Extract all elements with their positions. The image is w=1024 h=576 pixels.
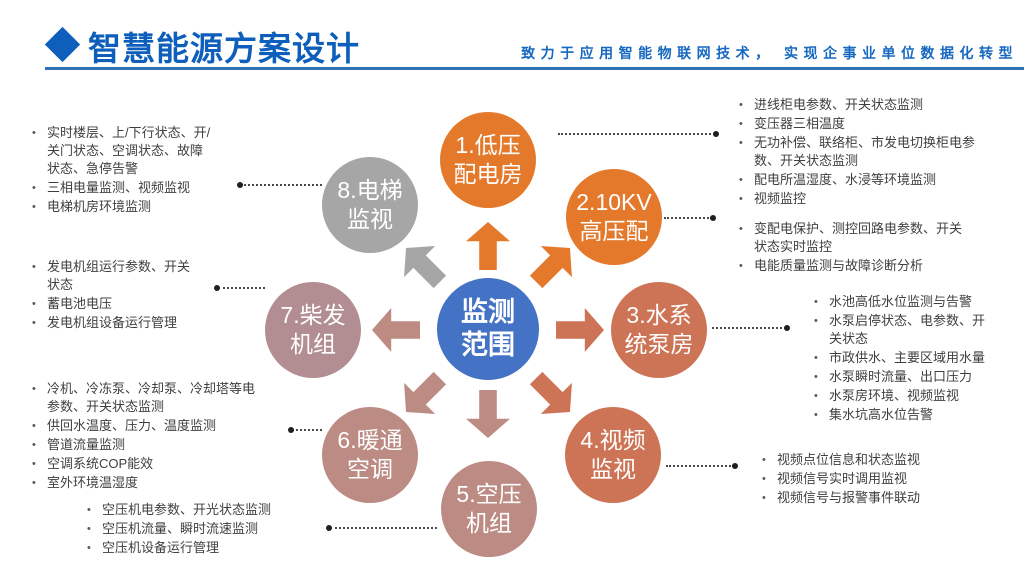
arrow-left-icon — [372, 308, 420, 352]
bullet-item: 水泵瞬时流量、出口压力 — [812, 368, 997, 386]
bullet-item: 发电机组运行参数、开关状态 — [30, 258, 198, 294]
node-label: 高压配 — [579, 218, 649, 244]
dotted-connector-compressor — [326, 525, 437, 531]
bullet-item: 供回水温度、压力、温度监测 — [30, 417, 258, 435]
dotted-connector-lv — [558, 131, 719, 137]
bullet-item: 市政供水、主要区域用水量 — [812, 349, 997, 367]
center-label-line1: 监测 — [461, 297, 515, 327]
node-label: 机组 — [290, 331, 336, 357]
bullet-item: 空调系统COP能效 — [30, 455, 258, 473]
node-label: 监视 — [347, 206, 393, 232]
arrow-right-icon — [556, 308, 604, 352]
bullet-item: 冷机、冷冻泵、冷却泵、冷却塔等电参数、开关状态监测 — [30, 380, 258, 416]
bullet-item: 电能质量监测与故障诊断分析 — [737, 257, 965, 275]
center-circle-monitoring-scope: 监测 范围 — [437, 278, 539, 380]
bullet-item: 变配电保护、测控回路电参数、开关状态实时监控 — [737, 220, 965, 256]
node-label: 统泵房 — [624, 331, 694, 357]
bullet-list-hvac: 冷机、冷冻泵、冷却泵、冷却塔等电参数、开关状态监测供回水温度、压力、温度监测管道… — [30, 380, 258, 493]
bullet-item: 无功补偿、联络柜、市发电切换柜电参数、开关状态监测 — [737, 134, 975, 170]
bullet-item: 空压机设备运行管理 — [85, 539, 330, 557]
node-label: 8.电梯 — [337, 177, 403, 203]
connector-dot — [214, 285, 220, 291]
bullet-item: 实时楼层、上/下行状态、开/关门状态、空调状态、故障状态、急停告警 — [30, 124, 212, 178]
bullet-item: 空压机电参数、开光状态监测 — [85, 501, 330, 519]
bullet-item: 视频点位信息和状态监视 — [760, 451, 970, 469]
bullet-list-10kv-hv: 变配电保护、测控回路电参数、开关状态实时监控电能质量监测与故障诊断分析 — [737, 220, 965, 276]
node-label: 5.空压 — [456, 481, 522, 507]
slide-header: 智慧能源方案设计 致力于应用智能物联网技术， 实现企事业单位数据化转型 — [0, 0, 1024, 80]
bullet-item: 视频信号实时调用监视 — [760, 470, 970, 488]
node-circle-water-pump: 3.水系 统泵房 — [611, 282, 707, 378]
arrow-down-right-icon — [520, 362, 585, 427]
diamond-icon — [44, 26, 81, 63]
dotted-connector-elevator — [237, 182, 322, 188]
bullet-list-video: 视频点位信息和状态监视视频信号实时调用监视视频信号与报警事件联动 — [760, 451, 970, 508]
connector-dot — [713, 131, 719, 137]
connector-dot — [237, 182, 243, 188]
node-circle-diesel-gen: 7.柴发 机组 — [265, 282, 361, 378]
bullet-item: 三相电量监测、视频监视 — [30, 179, 212, 197]
bullet-item: 发电机组设备运行管理 — [30, 314, 198, 332]
bullet-item: 电梯机房环境监测 — [30, 198, 212, 216]
node-label: 配电房 — [453, 161, 523, 187]
bullet-item: 视频信号与报警事件联动 — [760, 489, 970, 507]
dotted-connector-video — [666, 463, 738, 469]
bullet-item: 水泵房环境、视频监视 — [812, 387, 997, 405]
title-underline — [45, 67, 1024, 70]
node-circle-air-compressor: 5.空压 机组 — [441, 461, 537, 557]
page-subtitle: 致力于应用智能物联网技术， 实现企事业单位数据化转型 — [521, 45, 1018, 61]
bullet-item: 水泵启停状态、电参数、开关状态 — [812, 312, 997, 348]
bullet-list-air-compressor: 空压机电参数、开光状态监测空压机流量、瞬时流速监测空压机设备运行管理 — [85, 501, 330, 558]
bullet-item: 变压器三相温度 — [737, 115, 975, 133]
connector-dot — [710, 215, 716, 221]
bullet-list-diesel-gen: 发电机组运行参数、开关状态蓄电池电压发电机组设备运行管理 — [30, 258, 198, 333]
bullet-item: 室外环境温湿度 — [30, 474, 258, 492]
node-label: 机组 — [466, 510, 512, 536]
bullet-item: 管道流量监测 — [30, 436, 258, 454]
node-circle-video: 4.视频 监视 — [565, 407, 661, 503]
arrow-up-icon — [466, 222, 510, 270]
node-label: 3.水系 — [626, 302, 692, 328]
dotted-connector-10kv — [664, 215, 716, 221]
bullet-item: 配电所温湿度、水浸等环境监测 — [737, 171, 975, 189]
bullet-list-water-pump: 水池高低水位监测与告警水泵启停状态、电参数、开关状态市政供水、主要区域用水量水泵… — [812, 293, 997, 425]
bullet-item: 视频监控 — [737, 190, 975, 208]
connector-dot — [784, 325, 790, 331]
bullet-item: 蓄电池电压 — [30, 295, 198, 313]
node-label: 2.10KV — [576, 189, 652, 215]
center-label-line2: 范围 — [461, 330, 515, 360]
connector-dot — [288, 427, 294, 433]
dotted-connector-hvac — [288, 427, 322, 433]
bullet-item: 空压机流量、瞬时流速监测 — [85, 520, 330, 538]
node-label: 6.暖通 — [337, 427, 403, 453]
node-circle-10kv-hv: 2.10KV 高压配 — [566, 169, 662, 265]
bullet-item: 集水坑高水位告警 — [812, 406, 997, 424]
node-label: 监视 — [590, 456, 636, 482]
dotted-connector-diesel — [214, 285, 265, 291]
node-label: 1.低压 — [455, 132, 521, 158]
node-label: 7.柴发 — [280, 302, 346, 328]
arrow-down-icon — [466, 390, 510, 438]
bullet-list-elevator: 实时楼层、上/下行状态、开/关门状态、空调状态、故障状态、急停告警三相电量监测、… — [30, 124, 212, 217]
page-title: 智慧能源方案设计 — [88, 30, 360, 67]
node-circle-hvac: 6.暖通 空调 — [322, 407, 418, 503]
bullet-item: 进线柜电参数、开关状态监测 — [737, 96, 975, 114]
bullet-list-lv-distribution: 进线柜电参数、开关状态监测变压器三相温度无功补偿、联络柜、市发电切换柜电参数、开… — [737, 96, 975, 209]
node-label: 空调 — [347, 456, 393, 482]
bullet-item: 水池高低水位监测与告警 — [812, 293, 997, 311]
connector-dot — [732, 463, 738, 469]
dotted-connector-water — [712, 325, 790, 331]
node-circle-lv-distribution: 1.低压 配电房 — [440, 112, 536, 208]
node-label: 4.视频 — [580, 427, 646, 453]
node-circle-elevator: 8.电梯 监视 — [322, 157, 418, 253]
